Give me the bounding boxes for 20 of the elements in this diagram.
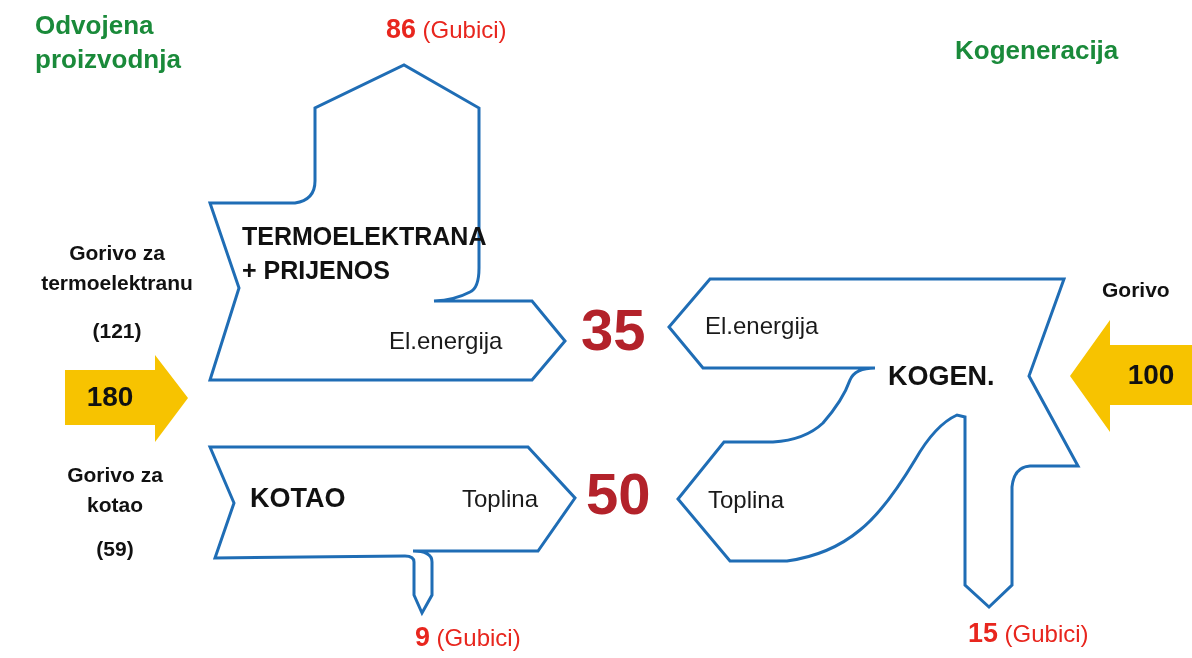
fuel-label: Gorivo [1102, 277, 1170, 303]
flow-label: Toplina [708, 485, 785, 515]
fuel-label: Gorivo za termoelektranu [40, 240, 194, 296]
section-heading: Kogeneracija [955, 34, 1119, 67]
fuel-label: Gorivo za kotao [66, 462, 164, 518]
fuel-value: 180 [85, 380, 135, 414]
flow-label: El.energija [389, 326, 503, 356]
section-heading: Odvojena proizvodnja [35, 9, 182, 76]
fuel-amount: (121) [91, 318, 143, 344]
loss-label: 86 (Gubici) [386, 14, 507, 45]
fuel-amount: (59) [95, 536, 135, 562]
energy-value: 35 [581, 298, 646, 362]
loss-label: 9 (Gubici) [415, 622, 521, 653]
fuel-value: 100 [1126, 358, 1176, 392]
process-title: KOGEN. [888, 360, 995, 392]
energy-value: 50 [586, 462, 651, 526]
process-title: KOTAO [250, 482, 346, 514]
loss-label: 15 (Gubici) [968, 618, 1089, 649]
flow-label: El.energija [705, 311, 819, 341]
flow-label: Toplina [462, 484, 539, 514]
